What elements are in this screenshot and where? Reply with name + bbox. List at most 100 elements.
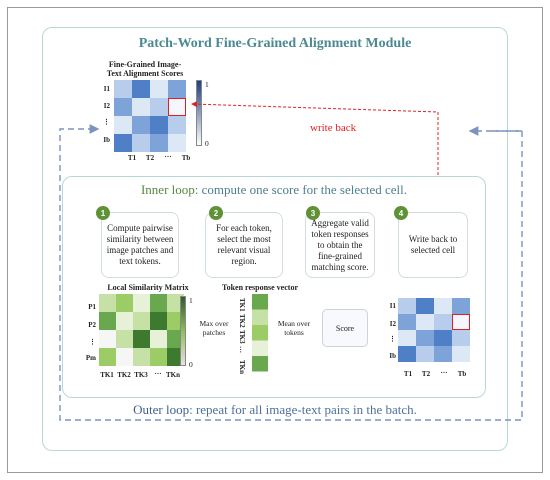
similarity-cell [167, 294, 184, 312]
similarity-cell [167, 348, 184, 366]
top-col-label: … [164, 151, 172, 159]
sim-col-label: TK1 [100, 371, 114, 379]
score-cell [168, 98, 186, 116]
similarity-matrix-title: Local Similarity Matrix [107, 283, 189, 292]
write-back-label: write back [310, 122, 357, 134]
selected-cell [452, 314, 470, 330]
similarity-colorbar-max: 1 [189, 296, 193, 305]
bottom-score-matrix [398, 298, 470, 369]
score-cell [416, 314, 434, 330]
score-cell [168, 134, 186, 152]
score-cell [434, 330, 452, 346]
score-cell [416, 298, 434, 314]
top-row-label: I1 [103, 85, 110, 93]
step-3-badge: 3 [306, 206, 320, 220]
bottom-row-label: I2 [389, 320, 396, 328]
bottom-col-label: … [440, 367, 448, 375]
score-cell [398, 298, 416, 314]
sim-row-label: ⋮ [89, 338, 96, 346]
score-cell [452, 330, 470, 346]
score-cell [114, 134, 132, 152]
score-cell [150, 116, 168, 134]
similarity-colorbar-min: 0 [189, 360, 193, 369]
similarity-cell [99, 348, 116, 366]
score-cell [416, 330, 434, 346]
sim-col-label: … [154, 368, 162, 376]
similarity-cell [150, 312, 167, 330]
top-matrix-title: Fine-Grained Image- Text Alignment Score… [106, 60, 184, 78]
score-cell [132, 98, 150, 116]
bottom-row-label: I1 [389, 302, 396, 310]
step-1-box: Compute pairwise similarity between imag… [101, 212, 179, 278]
sim-row-label: Pm [85, 354, 96, 362]
similarity-cell [133, 330, 150, 348]
score-cell [132, 116, 150, 134]
score-cell [434, 314, 452, 330]
step-3-box: Aggregate valid token responses to obtai… [305, 212, 375, 278]
token-cell [252, 309, 268, 325]
similarity-cell [167, 312, 184, 330]
token-cell [252, 325, 268, 341]
token-cell [252, 356, 268, 372]
score-cell [398, 346, 416, 362]
top-colorbar [196, 80, 202, 146]
similarity-cell [116, 330, 133, 348]
top-row-label: Ib [103, 136, 110, 144]
score-cell [114, 116, 132, 134]
score-cell [452, 346, 470, 362]
score-cell [150, 98, 168, 116]
score-cell [114, 80, 132, 98]
bottom-col-label: Tb [457, 370, 467, 378]
module-title: Patch-Word Fine-Grained Alignment Module [138, 36, 412, 51]
score-cell [416, 346, 434, 362]
score-cell [114, 98, 132, 116]
token-cell [252, 294, 268, 310]
token-label: TK2 [238, 314, 246, 328]
step-2-box: For each token, select the most relevant… [205, 212, 283, 278]
token-vector-title: Token response vector [222, 283, 298, 292]
top-col-label: T1 [127, 154, 137, 162]
figure-frame [7, 7, 543, 473]
step-4-box: Write back to selected cell [398, 212, 468, 278]
sim-col-label: TK2 [117, 371, 131, 379]
similarity-cell [133, 348, 150, 366]
top-score-matrix [114, 80, 194, 157]
score-cell [452, 298, 470, 314]
similarity-cell [150, 348, 167, 366]
token-response-vector [252, 294, 270, 379]
score-cell [132, 80, 150, 98]
local-similarity-matrix [99, 294, 189, 375]
similarity-cell [167, 330, 184, 348]
similarity-cell [99, 330, 116, 348]
score-cell [398, 330, 416, 346]
similarity-cell [116, 312, 133, 330]
similarity-cell [133, 312, 150, 330]
similarity-cell [99, 294, 116, 312]
step-1-badge: 1 [96, 206, 110, 220]
score-cell [132, 134, 150, 152]
similarity-colorbar [180, 296, 186, 366]
similarity-cell [99, 312, 116, 330]
token-label: TKn [238, 360, 246, 375]
similarity-cell [133, 294, 150, 312]
top-colorbar-max: 1 [205, 80, 209, 89]
write-back-arrow [191, 101, 439, 200]
token-label: TK3 [238, 330, 246, 344]
score-cell [452, 314, 470, 330]
bottom-row-label: Ib [389, 352, 396, 360]
step-2-badge: 2 [209, 206, 223, 220]
sim-row-label: P1 [88, 303, 96, 311]
score-cell [150, 80, 168, 98]
bottom-row-label: ⋮ [389, 335, 396, 343]
score-cell [150, 134, 168, 152]
outer-loop-title: Outer loop: repeat for all image-text pa… [133, 402, 417, 417]
score-box: Score [322, 309, 368, 347]
similarity-cell [150, 330, 167, 348]
sim-row-label: P2 [88, 321, 96, 329]
top-row-label: I2 [103, 102, 110, 110]
token-label: TK1 [238, 298, 246, 312]
similarity-cell [150, 294, 167, 312]
score-cell [434, 346, 452, 362]
selected-cell [168, 98, 186, 116]
